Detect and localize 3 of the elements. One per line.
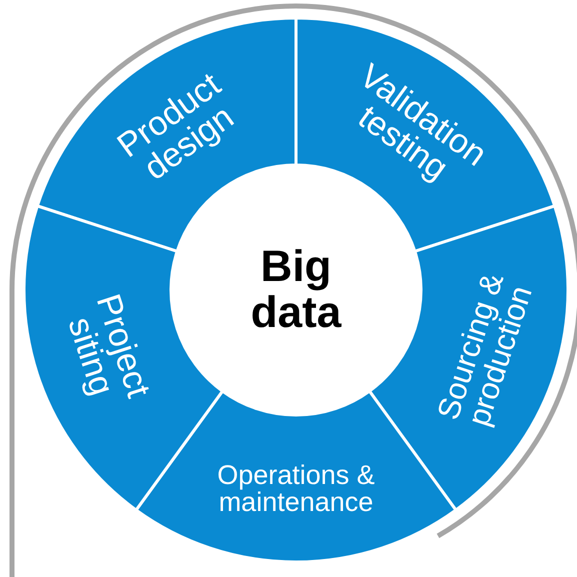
segment-label: Project siting — [59, 289, 158, 404]
segment-label: Operations & maintenance — [216, 462, 376, 516]
center-label: Big data — [250, 244, 342, 336]
